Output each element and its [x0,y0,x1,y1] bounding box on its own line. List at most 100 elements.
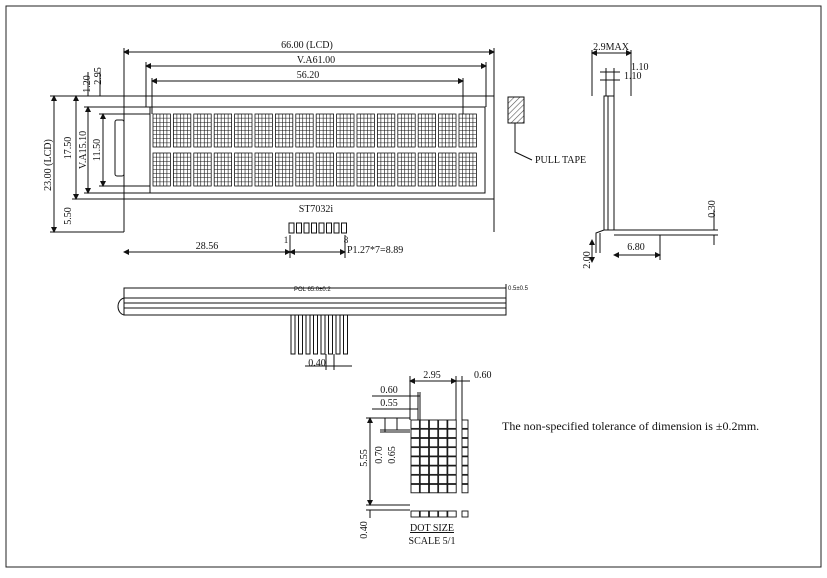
front-view [50,48,533,258]
dot [461,428,469,439]
dot [410,465,420,475]
dim-thickness-max: 2.9MAX [593,42,630,53]
dim-dot-w2: 0.55 [380,398,398,409]
dot [428,510,439,518]
dim-side-depth: 6.80 [627,242,645,253]
pin-leg [335,314,341,355]
dim-dot-h1: 0.70 [374,446,385,464]
dim-va-height: V.A15.10 [78,131,89,169]
character-grid [152,113,477,187]
dot [447,437,457,448]
dim-side-a: 1.10 [631,62,649,73]
character-cell [295,152,314,187]
dim-aa-width: 56.20 [297,70,320,81]
character-cell [336,113,355,148]
pin-leg [328,314,333,355]
viewing-area [149,106,486,194]
dot [461,510,469,518]
dim-dot-h-char: 5.55 [359,449,370,467]
dot [447,510,457,518]
pol-label: POL 65.0±0.2 [294,287,331,293]
dot [438,483,448,494]
character-cell [376,152,396,187]
dot [419,419,430,429]
pin-last-label: 8 [344,235,349,245]
dot [461,483,469,494]
pin-leg [290,314,296,355]
character-cell [152,113,171,148]
dot [461,437,469,448]
dot [447,456,457,466]
scale-label: SCALE 5/1 [409,536,456,547]
dot [428,483,439,494]
dot [410,456,420,466]
dot [428,474,439,485]
character-cell [417,152,437,187]
pin-first-label: 1 [284,235,289,245]
character-cell [397,152,416,187]
dim-pin-width: 0.40 [308,358,326,369]
dot [428,447,439,457]
dot-size-label: DOT SIZE [410,523,454,534]
dot [438,447,448,457]
character-cell [213,152,232,187]
dot [410,474,420,485]
character-cell [356,152,375,187]
character-cell [356,113,375,148]
dot [419,437,430,448]
side-panel [603,95,615,231]
character-cell [254,152,273,187]
pull-tape-label: PULL TAPE [535,155,586,166]
edge-view [117,284,507,316]
character-cell [193,113,212,148]
character-cell [274,113,294,148]
character-cell [417,113,437,148]
character-cell [234,152,253,187]
dim-pin-offset: 28.56 [196,241,219,252]
dot [447,465,457,475]
pin-pad [303,222,310,234]
pin-pad [318,222,325,234]
character-cell [315,113,335,148]
character-cell [376,113,396,148]
dot [410,447,420,457]
dot [438,456,448,466]
pol-thickness-label: 0.5±0.5 [508,286,529,292]
pull-tape-leader [514,123,533,161]
dot [419,465,430,475]
dot [428,465,439,475]
pin-leg [343,314,348,355]
dot [419,428,430,439]
edge-pin-legs [290,314,348,355]
dot [428,428,439,439]
dot [438,510,448,518]
dim-dot-gap-v: 0.40 [359,521,370,539]
dot [410,428,420,439]
side-pin-leg [595,229,605,253]
pin-pad [296,222,302,234]
dim-pin-length: 2.00 [582,251,593,269]
dim-dot-gap-h: 0.60 [474,370,492,381]
dot [410,483,420,494]
tolerance-note: The non-specified tolerance of dimension… [502,419,759,433]
character-cell [193,152,212,187]
dim-side-thick: 0.30 [707,200,718,218]
dim-va-width: V.A61.00 [297,55,335,66]
character-cell [274,152,294,187]
dot [438,465,448,475]
dim-aa-height: 11.50 [92,139,103,161]
character-cell [172,152,192,187]
character-cell [254,113,273,148]
character-cell [315,152,335,187]
dot [419,447,430,457]
pin-leg [320,314,326,355]
character-cell [336,152,355,187]
dot [447,419,457,429]
dot [447,447,457,457]
dot [428,456,439,466]
edge-view-dims [305,354,352,370]
dim-side-b: 1.10 [624,71,642,82]
dot [438,419,448,429]
